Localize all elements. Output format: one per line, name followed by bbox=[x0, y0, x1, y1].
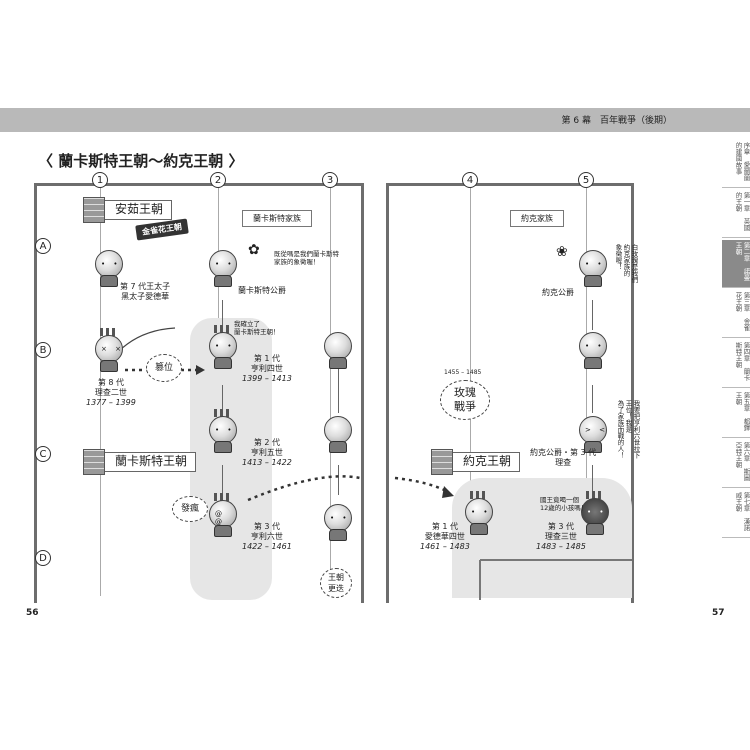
side-tab[interactable]: 第七章 漢諾威王朝 bbox=[722, 490, 750, 538]
side-tab[interactable]: 第五章 都鐸王朝 bbox=[722, 390, 750, 438]
lineage-line bbox=[592, 465, 593, 495]
side-tab[interactable]: 第三章 金雀花王朝 bbox=[722, 290, 750, 338]
dynasty-label-lancaster: 蘭卡斯特王朝 bbox=[83, 449, 197, 475]
row-label: D bbox=[35, 550, 51, 566]
side-tab[interactable]: 第六章 斯圖亞特王朝 bbox=[722, 440, 750, 488]
figure-edward4: • • bbox=[462, 491, 496, 535]
castle-icon bbox=[431, 449, 453, 475]
lineage-line bbox=[338, 365, 339, 413]
row-label: A bbox=[35, 238, 51, 254]
castle-icon bbox=[83, 449, 105, 475]
label-black-prince: 第 7 代王太子黑太子愛德華 bbox=[120, 282, 171, 301]
column-number: 3 bbox=[322, 172, 338, 188]
figure-henry5: • • bbox=[206, 409, 240, 453]
lineage-line bbox=[222, 465, 223, 495]
figure-lancaster-branch-1 bbox=[321, 332, 355, 369]
rose-icon: ❀ bbox=[556, 244, 568, 260]
lineage-line bbox=[222, 385, 223, 413]
row-label: C bbox=[35, 446, 51, 462]
speech-york-rose: 白玫瑰是我們 約克家族的 象徵喔！ bbox=[614, 244, 638, 283]
lineage-line bbox=[592, 300, 593, 330]
badge-mad: 發瘋 bbox=[172, 496, 208, 522]
right-page-frame bbox=[386, 183, 634, 603]
grid-column-line bbox=[100, 186, 101, 596]
figure-lancaster-branch-2 bbox=[321, 416, 355, 453]
label-duke-lancaster: 蘭卡斯特公爵 bbox=[238, 286, 286, 295]
lineage-line bbox=[222, 300, 223, 330]
house-label-york: 約克家族 bbox=[510, 210, 564, 227]
chapter-side-tabs: 序章 愛爾蘭的建國故事 第一章 英國的王朝 第二章 諾曼王朝 第三章 金雀花王朝… bbox=[722, 140, 750, 590]
side-tab[interactable]: 序章 愛爾蘭的建國故事 bbox=[722, 140, 750, 188]
figure-richard3: • • bbox=[578, 491, 612, 535]
castle-icon bbox=[83, 197, 105, 223]
side-tab[interactable]: 第一章 英國的王朝 bbox=[722, 190, 750, 238]
badge-usurp: 篡位 bbox=[146, 354, 182, 382]
house-label-lancaster: 蘭卡斯特家族 bbox=[242, 210, 312, 227]
figure-richard2: × × bbox=[92, 328, 126, 372]
side-tab[interactable]: 第四章 蘭卡斯特王朝 bbox=[722, 340, 750, 388]
badge-change: 王朝 更迭 bbox=[320, 568, 352, 598]
chapter-title: 第 6 幕 百年戰爭（後期） bbox=[561, 116, 672, 126]
speech-henry4: 我確立了 蘭卡斯特王朝！ bbox=[234, 320, 280, 336]
figure-duke-lancaster: • • bbox=[206, 250, 240, 287]
speech-richard-york: 我要把亨利六世拉下 王位！我是 為了家族而戰的人！ bbox=[616, 400, 640, 459]
figure-henry4: • • bbox=[206, 325, 240, 369]
page-number-left: 56 bbox=[26, 608, 39, 618]
side-tab-active[interactable]: 第二章 諾曼王朝 bbox=[722, 240, 750, 288]
grid-column-line bbox=[330, 186, 331, 596]
page-number-right: 57 bbox=[712, 608, 725, 618]
row-label: B bbox=[35, 342, 51, 358]
figure-black-prince: • • bbox=[92, 250, 126, 287]
chapter-header-bar bbox=[0, 108, 750, 132]
speech-lancaster-rose: 既從嗎是我們蘭卡斯特 家族的象徵喔！ bbox=[274, 250, 339, 266]
column-number: 4 bbox=[462, 172, 478, 188]
rose-icon: ✿ bbox=[248, 242, 260, 258]
badge-rose-war: 玫瑰 戰爭 bbox=[440, 380, 490, 420]
lineage-line bbox=[338, 465, 339, 495]
figure-richard-york: > < bbox=[576, 416, 610, 453]
dynasty-label-anjou: 安茹王朝 bbox=[83, 197, 173, 223]
label-duke-york: 約克公爵 bbox=[542, 288, 574, 297]
page-title: 〈 蘭卡斯特王朝～約克王朝 〉 bbox=[38, 152, 244, 170]
speech-richard3: 國王竟喝一個 12歲的小孩嗎！ bbox=[540, 496, 588, 512]
figure-york-branch: • • bbox=[576, 332, 610, 369]
rose-war-years: 1455 – 1485 bbox=[444, 369, 482, 376]
dynasty-label-york: 約克王朝 bbox=[431, 449, 521, 475]
column-number: 5 bbox=[578, 172, 594, 188]
column-number: 2 bbox=[210, 172, 226, 188]
column-number: 1 bbox=[92, 172, 108, 188]
figure-lancaster-branch-3: • • bbox=[321, 504, 355, 541]
grid-column-line bbox=[586, 186, 587, 596]
figure-duke-york: • • bbox=[576, 250, 610, 287]
label-richard-york: 約克公爵・第 3 代理查 bbox=[530, 448, 597, 467]
lineage-line bbox=[592, 385, 593, 413]
figure-henry6: @ @ bbox=[206, 493, 240, 537]
left-page-frame bbox=[34, 183, 364, 603]
